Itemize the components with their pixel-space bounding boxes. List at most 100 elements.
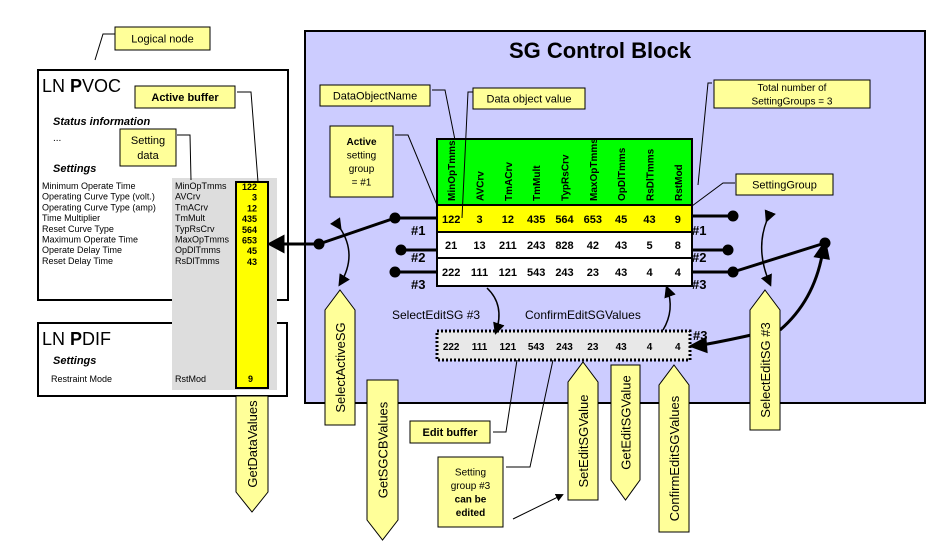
select-edit-sg-service[interactable]: [749, 289, 781, 431]
table-cell: 243: [555, 267, 573, 279]
get-edit-sg-value-service-label[interactable]: GetEditSGValue: [619, 375, 634, 469]
setting-data-callout: [119, 128, 177, 167]
table-cell: 222: [442, 267, 460, 279]
setting-value: 435: [242, 214, 257, 224]
setting-name: MinOpTmms: [175, 181, 227, 191]
active-buffer-callout-text: Active buffer: [151, 92, 219, 104]
pdif-title: LN PDIF: [42, 329, 111, 349]
select-active-sg-service-label[interactable]: SelectActiveSG: [333, 322, 348, 412]
sg3-edit-callout-text: group #3: [451, 481, 491, 492]
select-active-sg-service[interactable]: [324, 289, 356, 426]
edit-buffer-cell[interactable]: 121: [499, 342, 516, 353]
edit-buffer-cell[interactable]: 4: [647, 342, 653, 353]
pdif-value: 9: [248, 374, 253, 384]
confirm-edit-sg-values-service-label[interactable]: ConfirmEditSGValues: [667, 395, 682, 521]
set-edit-sg-value-service-label[interactable]: SetEditSGValue: [576, 395, 591, 488]
edit-buffer-callout-text: Edit buffer: [423, 427, 479, 439]
sg3-edit-callout-text: can be: [455, 494, 487, 505]
column-header: TmACrv: [504, 162, 515, 201]
active-buffer-column: [235, 181, 269, 389]
row-label-left-3: #3: [411, 277, 425, 292]
confirm-edit-sg-values-service[interactable]: [658, 364, 690, 533]
get-sgcb-values-service-label[interactable]: GetSGCBValues: [376, 401, 391, 498]
table-cell: 8: [675, 240, 681, 252]
column-header: AVCrv: [476, 171, 487, 201]
data-object-name-callout: [319, 84, 431, 107]
table-cell: 42: [587, 240, 599, 252]
column-header: MinOpTmms: [447, 140, 458, 201]
column-header: TmMult: [532, 165, 543, 201]
table-cell: 3: [476, 214, 482, 226]
get-data-values-service[interactable]: [235, 395, 269, 513]
edit-buffer-cell[interactable]: 23: [587, 342, 599, 353]
pdif-settings-heading: Settings: [53, 355, 96, 367]
setting-name: TmMult: [175, 213, 205, 223]
table-cell: 13: [473, 240, 485, 252]
setting-name: TmACrv: [175, 202, 208, 212]
setting-value: 43: [247, 257, 257, 267]
column-header: RstMod: [674, 164, 685, 201]
table-cell: 564: [555, 214, 574, 226]
sg3-edit-callout: [437, 456, 504, 528]
edit-buffer-cell[interactable]: 222: [443, 342, 460, 353]
select-edit-sg-service-label[interactable]: SelectEditSG #3: [758, 322, 773, 417]
table-cell: 653: [584, 214, 602, 226]
leader-lines: [94, 33, 735, 520]
active-sg-callout-text: setting: [347, 150, 376, 161]
edit-buffer-callout: [409, 420, 491, 444]
row-sg2[interactable]: [436, 231, 693, 259]
pvoc-title: LN PVOC: [42, 76, 121, 96]
select-edit-sg-text: SelectEditSG #3: [392, 308, 480, 322]
setting-desc: Time Multiplier: [42, 213, 100, 223]
setting-data-callout-text: Setting: [131, 135, 165, 147]
setting-value: 12: [247, 203, 257, 213]
table-cell: 43: [615, 267, 627, 279]
total-sg-callout: [713, 79, 871, 109]
get-sgcb-values-service[interactable]: [366, 379, 399, 541]
table-cell: 9: [675, 214, 681, 226]
table-cell: 5: [646, 240, 652, 252]
pdif-name: RstMod: [175, 374, 206, 384]
edit-buffer-cell[interactable]: 43: [616, 342, 628, 353]
table-cell: 43: [643, 214, 655, 226]
edit-buffer-cell[interactable]: 4: [675, 342, 681, 353]
setting-group-callout-text: SettingGroup: [752, 179, 817, 191]
get-edit-sg-value-service[interactable]: [610, 364, 641, 501]
setting-desc: Reset Delay Time: [42, 256, 113, 266]
rotation-arrows: [330, 209, 776, 335]
total-sg-callout-text: SettingGroups = 3: [752, 96, 833, 107]
edit-buffer[interactable]: [435, 329, 692, 362]
set-edit-sg-value-service[interactable]: [567, 361, 599, 501]
edit-buffer-cell[interactable]: 243: [556, 342, 573, 353]
active-sg-callout-text: = #1: [352, 177, 372, 188]
setting-value: 564: [242, 225, 257, 235]
table-cell: 211: [499, 240, 517, 252]
logical-node-callout: [114, 26, 211, 51]
get-data-values-service-label[interactable]: GetDataValues: [245, 400, 260, 488]
ellipsis: ...: [53, 133, 61, 144]
table-cell: 111: [471, 267, 488, 279]
setting-name: RsDlTmms: [175, 256, 220, 266]
table-cell: 4: [675, 267, 682, 279]
column-header: TypRsCrv: [561, 154, 572, 201]
table-cell: 21: [445, 240, 457, 252]
edit-buffer-cell[interactable]: 111: [472, 342, 488, 353]
settings-heading: Settings: [53, 163, 96, 175]
switch-lines: [266, 210, 831, 354]
logical-node-callout-text: Logical node: [131, 33, 193, 45]
setting-desc: Operate Delay Time: [42, 245, 122, 255]
pdif-desc: Restraint Mode: [51, 374, 112, 384]
setting-desc: Operating Curve Type (volt.): [42, 192, 155, 202]
table-cell: 243: [527, 240, 545, 252]
setting-desc: Reset Curve Type: [42, 224, 114, 234]
table-cell: 43: [615, 240, 627, 252]
table-cell: 122: [442, 214, 460, 226]
row-label-left-1: #1: [411, 223, 425, 238]
table-cell: 12: [502, 214, 514, 226]
active-sg-callout: [329, 125, 394, 198]
setting-name: MaxOpTmms: [175, 235, 230, 245]
active-sg-callout-text: Active: [346, 137, 376, 148]
column-header: OpDlTmms: [617, 147, 628, 201]
edit-buffer-cell[interactable]: 543: [528, 342, 545, 353]
